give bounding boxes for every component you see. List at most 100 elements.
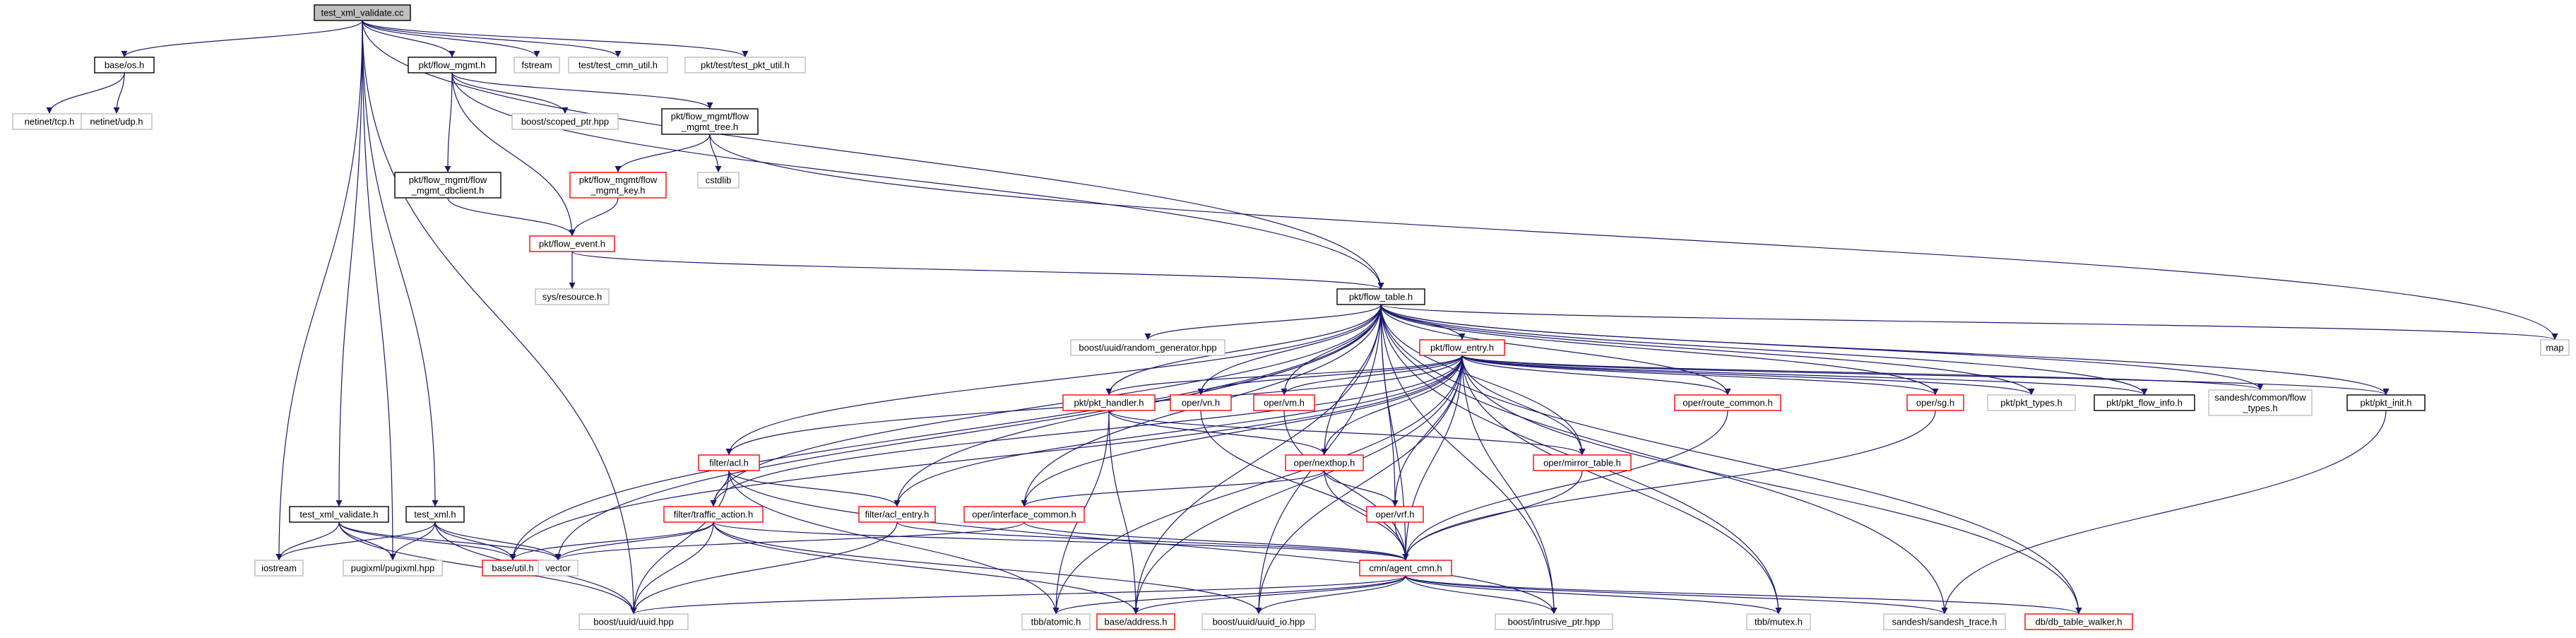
node-cstdlib[interactable]: cstdlib bbox=[697, 172, 740, 189]
node-box bbox=[1366, 506, 1424, 523]
edge-agent_cmn-to-intrusive_ptr bbox=[1405, 575, 1557, 615]
node-route-common[interactable]: oper/route_common.h bbox=[1674, 394, 1781, 411]
node-label: oper/route_common.h bbox=[1682, 397, 1772, 408]
node-label: pkt/flow_mgmt.h bbox=[419, 59, 486, 70]
node-agent-cmn[interactable]: cmn/agent_cmn.h bbox=[1359, 560, 1452, 577]
node-base-os[interactable]: base/os.h bbox=[94, 57, 155, 73]
node-udp[interactable]: netinet/udp.h bbox=[81, 113, 153, 130]
node-vector[interactable]: vector bbox=[538, 560, 578, 577]
node-mirror-table[interactable]: oper/mirror_table.h bbox=[1533, 454, 1632, 471]
node-scoped-ptr[interactable]: boost/scoped_ptr.hpp bbox=[511, 113, 619, 130]
node-uuid[interactable]: boost/uuid/uuid.hpp bbox=[578, 613, 689, 630]
node-flow-types[interactable]: sandesh/common/flow_types.h bbox=[2208, 389, 2313, 416]
edge-flow_entry-to-flow_types bbox=[1461, 355, 2264, 391]
node-label: _mgmt_dbclient.h bbox=[411, 185, 485, 196]
edge-agent_cmn-to-db_table_walker bbox=[1405, 575, 2082, 615]
node-oper-vm[interactable]: oper/vm.h bbox=[1253, 394, 1315, 411]
node-filter-acl[interactable]: filter/acl.h bbox=[698, 454, 760, 471]
node-iostream[interactable]: iostream bbox=[254, 560, 304, 577]
edge-flow_dbclient-to-flow_event bbox=[447, 197, 576, 237]
edge-flow_mgmt_tree-to-map bbox=[709, 134, 2558, 341]
node-label: oper/mirror_table.h bbox=[1543, 457, 1621, 468]
node-box bbox=[2346, 394, 2426, 411]
node-base-util[interactable]: base/util.h bbox=[482, 560, 544, 577]
node-cmn-util[interactable]: test/test_cmn_util.h bbox=[568, 57, 668, 73]
node-flow-mgmt-tree[interactable]: pkt/flow_mgmt/flow_mgmt_tree.h bbox=[661, 108, 759, 135]
edge-filter_acl-to-intrusive_ptr bbox=[728, 470, 1557, 615]
node-box bbox=[2024, 613, 2133, 630]
edge-flow_table-to-pkt_init bbox=[1380, 304, 2390, 396]
edge-flow_event-to-flow_table bbox=[571, 251, 1384, 290]
node-intrusive-ptr[interactable]: boost/intrusive_ptr.hpp bbox=[1495, 613, 1613, 630]
node-sys-resource[interactable]: sys/resource.h bbox=[535, 288, 610, 305]
node-oper-vn[interactable]: oper/vn.h bbox=[1170, 394, 1232, 411]
node-test-xml-validate-h[interactable]: test_xml_validate.h bbox=[289, 506, 389, 523]
node-label: boost/intrusive_ptr.hpp bbox=[1508, 616, 1601, 627]
node-interface-common[interactable]: oper/interface_common.h bbox=[963, 506, 1085, 523]
edge-flow_table-to-intrusive_ptr bbox=[1380, 304, 1557, 615]
node-tcp[interactable]: netinet/tcp.h bbox=[12, 113, 87, 130]
node-label: filter/traffic_action.h bbox=[674, 509, 753, 519]
edge-filter_acl-to-acl_entry bbox=[728, 470, 901, 507]
node-root[interactable]: test_xml_validate.cc bbox=[314, 4, 411, 21]
node-test-xml[interactable]: test_xml.h bbox=[405, 506, 465, 523]
edge-flow_mgmt_key-to-flow_event bbox=[569, 197, 619, 237]
node-fstream[interactable]: fstream bbox=[514, 57, 560, 73]
node-pkt-util[interactable]: pkt/test/test_pkt_util.h bbox=[684, 57, 806, 73]
edge-flow_entry-to-base_address bbox=[1132, 355, 1463, 615]
node-label: map bbox=[2546, 342, 2563, 353]
node-label: oper/nexthop.h bbox=[1294, 457, 1355, 468]
node-oper-vrf[interactable]: oper/vrf.h bbox=[1366, 506, 1424, 523]
node-label: boost/uuid/uuid.hpp bbox=[593, 616, 673, 627]
node-tbb-atomic[interactable]: tbb/atomic.h bbox=[1021, 613, 1091, 630]
node-db-table-walker[interactable]: db/db_table_walker.h bbox=[2024, 613, 2133, 630]
node-pkt-handler[interactable]: pkt/pkt_handler.h bbox=[1062, 394, 1156, 411]
node-label: _types.h bbox=[2242, 403, 2277, 413]
node-sandesh-trace[interactable]: sandesh/sandesh_trace.h bbox=[1883, 613, 2006, 630]
node-box bbox=[2208, 389, 2313, 416]
node-map[interactable]: map bbox=[2540, 339, 2570, 356]
node-traffic-action[interactable]: filter/traffic_action.h bbox=[663, 506, 764, 523]
node-acl-entry[interactable]: filter/acl_entry.h bbox=[858, 506, 936, 523]
node-pkt-flow-info[interactable]: pkt/pkt_flow_info.h bbox=[2094, 394, 2195, 411]
node-label: pkt/pkt_handler.h bbox=[1074, 397, 1144, 408]
node-label: cmn/agent_cmn.h bbox=[1369, 562, 1442, 573]
edge-mirror_table-to-agent_cmn bbox=[1402, 470, 1583, 561]
edge-root-to-fstream bbox=[362, 20, 540, 58]
node-label: _mgmt_key.h bbox=[590, 185, 645, 196]
node-uuid-io[interactable]: boost/uuid/uuid_io.hpp bbox=[1201, 613, 1316, 630]
node-label: pkt/pkt_init.h bbox=[2361, 397, 2412, 408]
node-flow-dbclient[interactable]: pkt/flow_mgmt/flow_mgmt_dbclient.h bbox=[394, 172, 501, 199]
edge-flow_table-to-sandesh_trace bbox=[1380, 304, 1948, 615]
edge-flow_mgmt_tree-to-flow_mgmt_key bbox=[615, 134, 711, 173]
node-label: pkt/flow_mgmt/flow bbox=[409, 175, 487, 185]
node-flow-table[interactable]: pkt/flow_table.h bbox=[1336, 288, 1425, 305]
node-flow-mgmt-key[interactable]: pkt/flow_mgmt/flow_mgmt_key.h bbox=[569, 172, 667, 199]
node-flow-entry[interactable]: pkt/flow_entry.h bbox=[1419, 339, 1505, 356]
edge-flow_table-to-route_common bbox=[1380, 304, 1731, 396]
edge-root-to-iostream bbox=[275, 20, 363, 561]
node-oper-nexthop[interactable]: oper/nexthop.h bbox=[1285, 454, 1364, 471]
edge-oper_nexthop-to-interface_common bbox=[1021, 470, 1325, 507]
node-label: oper/sg.h bbox=[1916, 397, 1954, 408]
node-box bbox=[963, 506, 1085, 523]
edge-traffic_action-to-base_address bbox=[713, 521, 1139, 615]
node-layer: test_xml_validate.cc base/os.h netinet/tcp… bbox=[12, 4, 2570, 630]
edge-flow_table-to-oper_vn bbox=[1197, 304, 1382, 396]
node-flow-event[interactable]: pkt/flow_event.h bbox=[529, 235, 615, 252]
node-random-gen[interactable]: boost/uuid/random_generator.hpp bbox=[1070, 339, 1225, 356]
node-pugixml[interactable]: pugixml/pugixml.hpp bbox=[343, 560, 443, 577]
node-pkt-init[interactable]: pkt/pkt_init.h bbox=[2346, 394, 2426, 411]
node-box bbox=[1336, 288, 1425, 305]
node-base-address[interactable]: base/address.h bbox=[1096, 613, 1175, 630]
node-oper-sg[interactable]: oper/sg.h bbox=[1906, 394, 1964, 411]
node-pkt-types[interactable]: pkt/pkt_types.h bbox=[1987, 394, 2076, 411]
edge-test_xml-to-vector bbox=[434, 521, 562, 561]
node-flow-mgmt[interactable]: pkt/flow_mgmt.h bbox=[408, 57, 497, 73]
edge-filter_acl-to-tbb_atomic bbox=[728, 470, 1060, 615]
node-box bbox=[568, 57, 668, 73]
node-tbb-mutex[interactable]: tbb/mutex.h bbox=[1746, 613, 1811, 630]
node-box bbox=[1096, 613, 1175, 630]
edge-route_common-to-agent_cmn bbox=[1402, 410, 1728, 561]
